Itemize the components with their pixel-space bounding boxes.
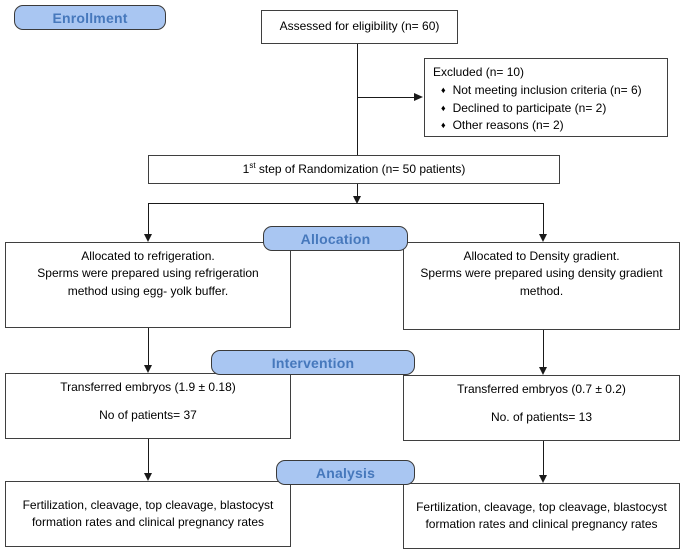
analysis-refrigeration-box: Fertilization, cleavage, top cleavage, b… xyxy=(5,481,291,547)
enrollment-stage-badge: Enrollment xyxy=(14,5,166,30)
diamond-bullet-icon: ♦ xyxy=(441,120,446,131)
allocation-left-line2: Sperms were prepared using refrigeration… xyxy=(37,266,259,298)
allocation-refrigeration-box: Allocated to refrigeration. Sperms were … xyxy=(5,242,291,328)
assessed-eligibility-text: Assessed for eligibility (n= 60) xyxy=(279,19,440,34)
analysis-left-text: Fertilization, cleavage, top cleavage, b… xyxy=(22,497,274,529)
intervention-refrigeration-box: Transferred embryos (1.9 ± 0.18) No of p… xyxy=(5,373,291,439)
allocation-right-line1: Allocated to Density gradient. xyxy=(463,249,620,263)
excluded-item: ♦ Other reasons (n= 2) xyxy=(433,117,659,134)
connector-branch-to-excluded xyxy=(358,97,415,99)
excluded-item: ♦ Not meeting inclusion criteria (n= 6) xyxy=(433,82,659,99)
excluded-item-text: Declined to participate (n= 2) xyxy=(452,100,607,115)
arrowhead-onto-split-line xyxy=(353,196,361,204)
connector-intervention-left-down xyxy=(148,439,150,474)
diamond-bullet-icon: ♦ xyxy=(441,85,446,96)
arrowhead-into-intervention-right xyxy=(539,367,547,375)
split-line xyxy=(148,203,544,205)
analysis-density-gradient-box: Fertilization, cleavage, top cleavage, b… xyxy=(403,483,680,549)
arrowhead-into-analysis-right xyxy=(539,475,547,483)
randomization-box: 1st step of Randomization (n= 50 patient… xyxy=(148,155,560,184)
analysis-right-text: Fertilization, cleavage, top cleavage, b… xyxy=(416,499,667,531)
intervention-left-line2: No of patients= 37 xyxy=(99,408,197,423)
connector-intervention-right-down xyxy=(543,441,545,476)
intervention-left-line1: Transferred embryos (1.9 ± 0.18) xyxy=(60,380,236,394)
arrowhead-into-excluded xyxy=(414,93,423,101)
arrowhead-into-allocation-right xyxy=(539,234,547,242)
connector-split-left xyxy=(148,203,150,235)
arrowhead-into-intervention-left xyxy=(144,365,152,373)
intervention-right-line2: No. of patients= 13 xyxy=(490,410,593,425)
connector-allocation-right-down xyxy=(543,330,545,368)
arrowhead-into-analysis-left xyxy=(144,473,152,481)
allocation-right-line2: Sperms were prepared using density gradi… xyxy=(420,266,663,298)
randomization-text: 1st step of Randomization (n= 50 patient… xyxy=(242,161,466,177)
allocation-left-line1: Allocated to refrigeration. xyxy=(81,249,215,263)
intervention-stage-badge: Intervention xyxy=(211,350,415,375)
diamond-bullet-icon: ♦ xyxy=(441,102,446,113)
connector-assessed-to-randomization xyxy=(357,44,359,155)
excluded-item: ♦ Declined to participate (n= 2) xyxy=(433,100,659,117)
excluded-box: Excluded (n= 10) ♦ Not meeting inclusion… xyxy=(424,58,668,137)
excluded-title: Excluded (n= 10) xyxy=(433,65,525,79)
intervention-right-line1: Transferred embryos (0.7 ± 0.2) xyxy=(457,382,626,396)
arrowhead-into-allocation-left xyxy=(144,234,152,242)
connector-allocation-left-down xyxy=(148,328,150,366)
intervention-density-gradient-box: Transferred embryos (0.7 ± 0.2) No. of p… xyxy=(403,375,680,441)
excluded-item-text: Not meeting inclusion criteria (n= 6) xyxy=(452,83,642,98)
analysis-stage-badge: Analysis xyxy=(276,460,415,485)
assessed-eligibility-box: Assessed for eligibility (n= 60) xyxy=(261,10,458,44)
connector-split-right xyxy=(543,203,545,235)
allocation-density-gradient-box: Allocated to Density gradient. Sperms we… xyxy=(403,242,680,330)
connector-randomization-drop xyxy=(357,184,359,197)
excluded-item-text: Other reasons (n= 2) xyxy=(452,118,564,133)
allocation-stage-badge: Allocation xyxy=(263,226,408,251)
